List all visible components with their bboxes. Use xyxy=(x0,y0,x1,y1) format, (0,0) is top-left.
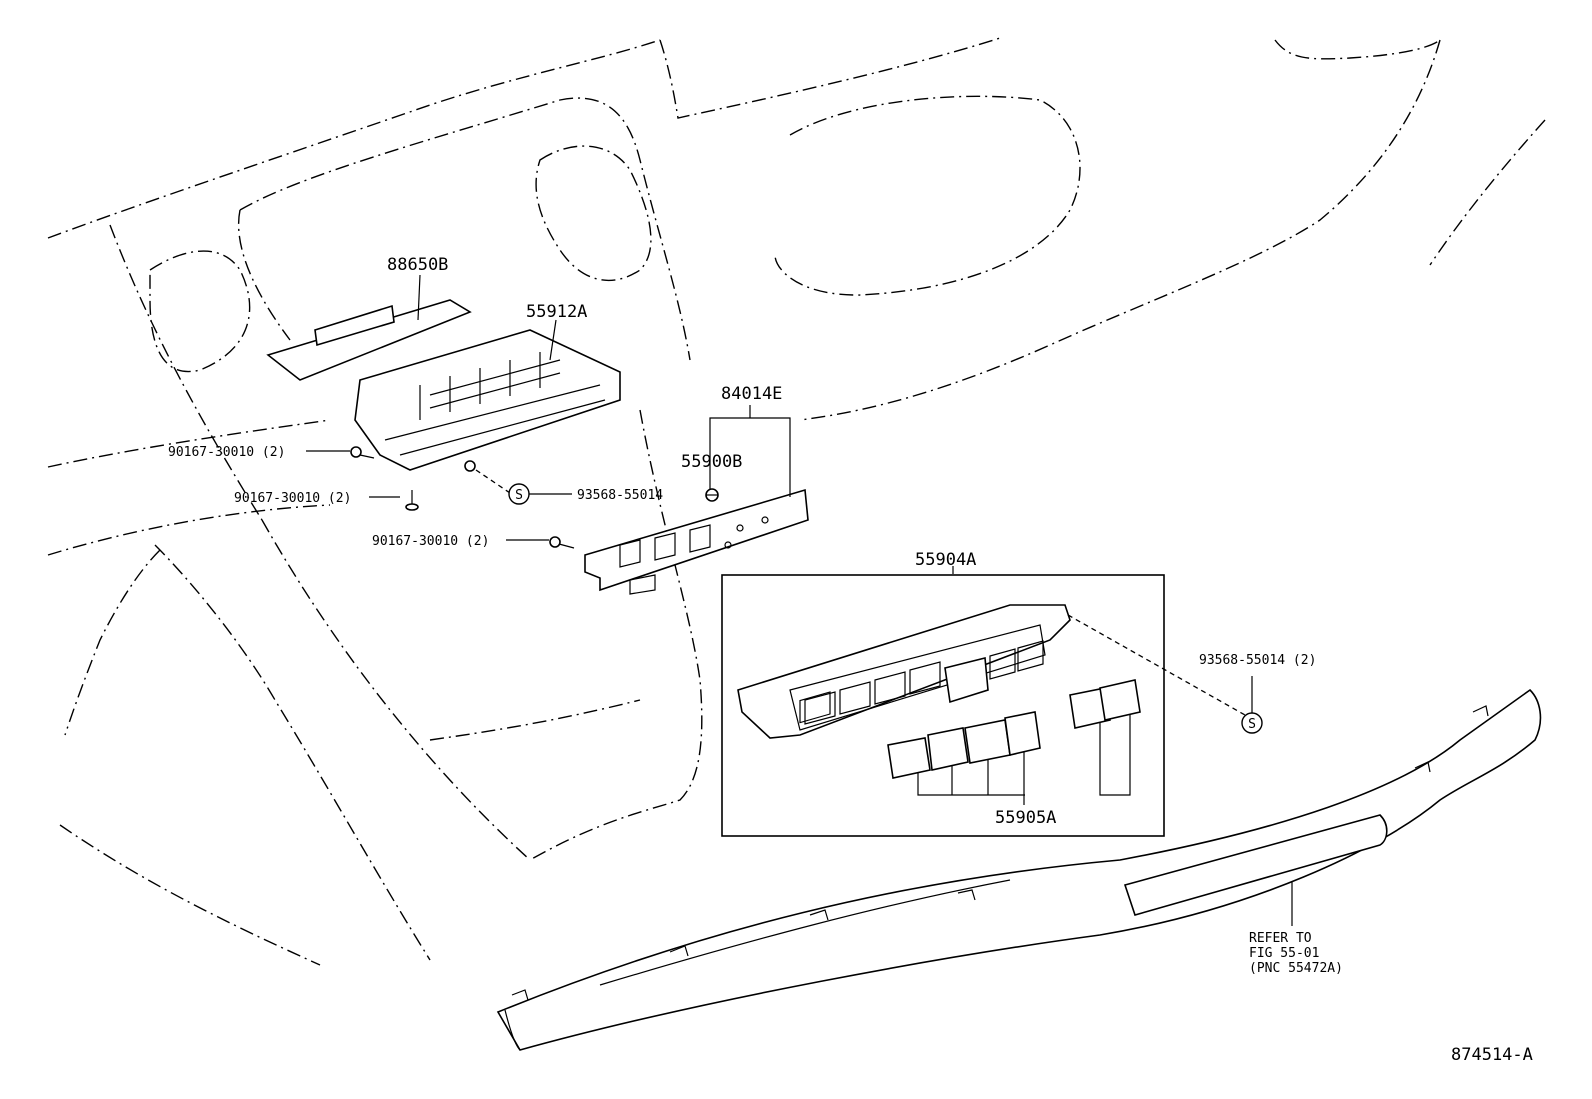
refer-line-1: REFER TO xyxy=(1249,931,1312,946)
s-symbol-2: S xyxy=(1241,676,1263,734)
label-55900B: 55900B xyxy=(681,452,742,472)
screw-icon-2 xyxy=(369,490,419,511)
lower-trim-strip xyxy=(496,688,1542,1051)
label-55912A: 55912A xyxy=(526,302,587,322)
part-55900B-clip xyxy=(705,488,719,502)
part-55912A-housing xyxy=(354,319,621,471)
refer-line-3: (PNC 55472A) xyxy=(1249,961,1343,976)
label-screw-2: 90167-30010 (2) xyxy=(234,491,351,506)
part-88650B-plate xyxy=(266,274,472,381)
screw-icon-1 xyxy=(306,446,375,459)
label-screw-3: 90167-30010 (2) xyxy=(372,534,489,549)
part-84014E-board xyxy=(584,405,809,595)
part-55904A-box xyxy=(721,566,1246,837)
label-55904A: 55904A xyxy=(915,550,976,570)
dashboard-outline xyxy=(47,37,1546,966)
label-84014E: 84014E xyxy=(721,384,782,404)
s-symbol-1: S xyxy=(508,483,530,505)
label-bulb-2: 93568-55014 (2) xyxy=(1199,653,1316,668)
label-bulb-1: 93568-55014 xyxy=(577,488,663,503)
label-screw-1: 90167-30010 (2) xyxy=(168,445,285,460)
diagram-id: 874514-A xyxy=(1451,1045,1533,1065)
refer-line-2: FIG 55-01 xyxy=(1249,946,1319,961)
part-55905A-buttons xyxy=(887,679,1141,805)
label-88650B: 88650B xyxy=(387,255,448,275)
s-symbol-2-text: S xyxy=(1248,717,1256,732)
screw-icon-3 xyxy=(506,536,575,549)
bulb-icon-1 xyxy=(464,460,572,495)
s-symbol-1-text: S xyxy=(515,488,523,503)
label-55905A: 55905A xyxy=(995,808,1056,828)
